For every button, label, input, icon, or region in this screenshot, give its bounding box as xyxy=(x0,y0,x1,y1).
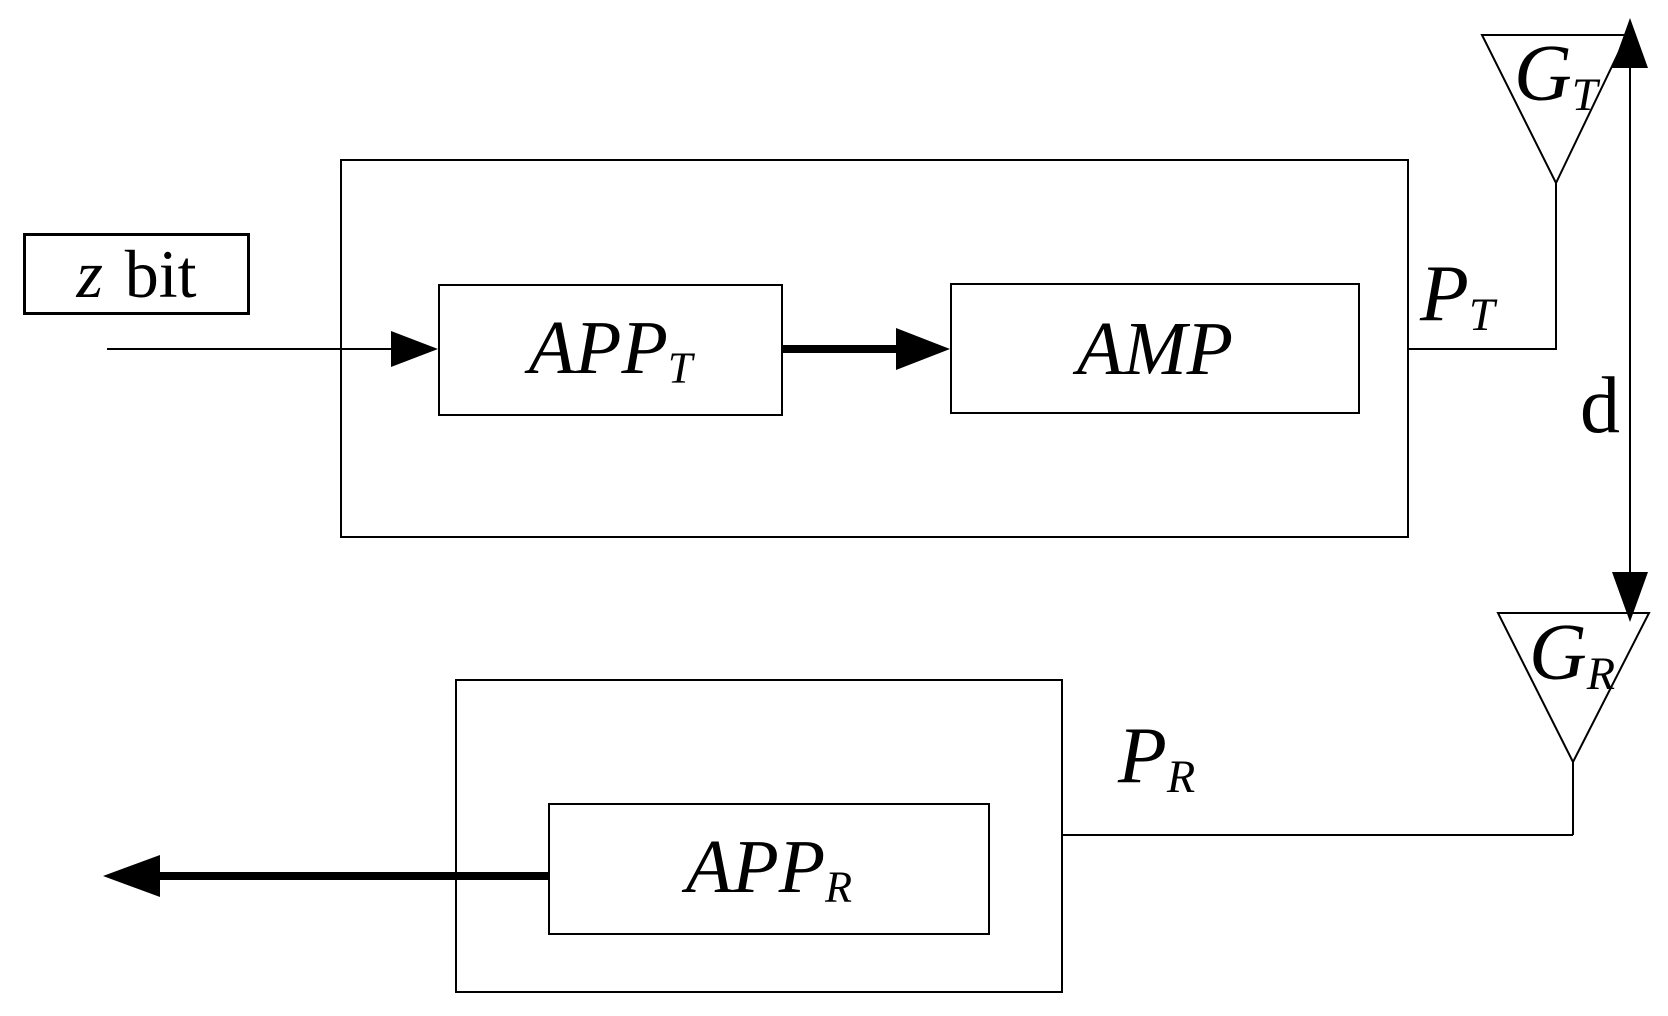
app-t-label: APPT xyxy=(528,305,693,393)
amp-box: AMP xyxy=(950,283,1360,414)
gt-antenna-label: GT xyxy=(1514,30,1598,122)
distance-label: d xyxy=(1580,362,1620,450)
gr-antenna-triangle xyxy=(1496,612,1651,765)
app-t-box: APPT xyxy=(438,284,783,416)
receiver-box xyxy=(455,679,1063,993)
app-r-box: APPR xyxy=(548,803,990,935)
input-arrowhead xyxy=(391,331,438,367)
output-arrowhead xyxy=(103,855,160,897)
input-bits-box: z bit xyxy=(23,233,250,315)
pr-signal-label: PR xyxy=(1118,712,1196,804)
transmitter-box xyxy=(340,159,1409,538)
gt-antenna-triangle xyxy=(1480,34,1629,186)
app-r-label: APPR xyxy=(685,824,853,912)
distance-arrowhead-up xyxy=(1612,18,1648,68)
gr-antenna-label: GR xyxy=(1529,609,1616,701)
pt-signal-label: PT xyxy=(1420,250,1495,342)
appt-to-amp-arrowhead xyxy=(896,328,950,370)
distance-arrowhead-down xyxy=(1612,572,1648,622)
pt-to-antenna-line xyxy=(1409,183,1557,350)
input-symbol-label: z xyxy=(76,235,103,312)
amp-label: AMP xyxy=(1076,306,1234,391)
input-unit-label: bit xyxy=(124,235,197,312)
